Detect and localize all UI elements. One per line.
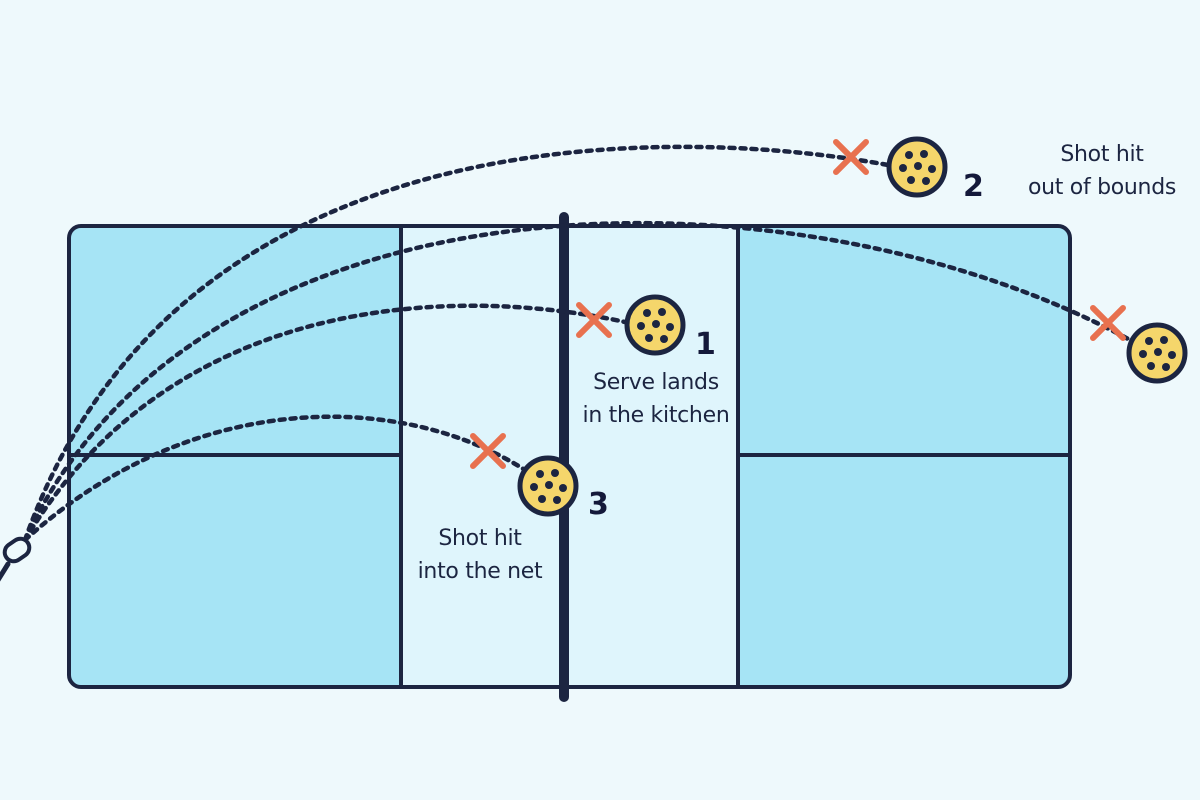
- pickleball-icon: [1129, 325, 1185, 381]
- caption-line: into the net: [417, 559, 543, 584]
- trajectory-shot-3: [22, 414, 528, 543]
- shot-number-3: 3: [588, 487, 609, 522]
- shot-number-1: 1: [695, 327, 716, 362]
- court: [67, 212, 1072, 702]
- caption-line: out of bounds: [1027, 175, 1177, 200]
- paddle-handle-icon: [0, 536, 32, 582]
- trajectory-shot-2: [22, 144, 891, 543]
- trajectory-shot-1: [22, 303, 628, 543]
- trajectory-shot-2b: [22, 221, 1133, 543]
- net: [559, 212, 569, 702]
- pickleball-icon: [520, 458, 576, 514]
- caption-line: Shot hit: [1060, 142, 1144, 167]
- shot-number-2: 2: [963, 169, 984, 204]
- caption-line: in the kitchen: [582, 403, 730, 428]
- pickleball-icon: [627, 297, 683, 353]
- caption-shot-2: Shot hit out of bounds: [1012, 138, 1192, 204]
- kitchen-zone: [401, 228, 738, 685]
- caption-line: Serve lands: [593, 370, 719, 395]
- caption-shot-3: Shot hit into the net: [390, 522, 570, 588]
- trajectories: [22, 144, 1133, 543]
- caption-line: Shot hit: [438, 526, 522, 551]
- caption-shot-1: Serve lands in the kitchen: [566, 366, 746, 432]
- pickleball-icon: [889, 139, 945, 195]
